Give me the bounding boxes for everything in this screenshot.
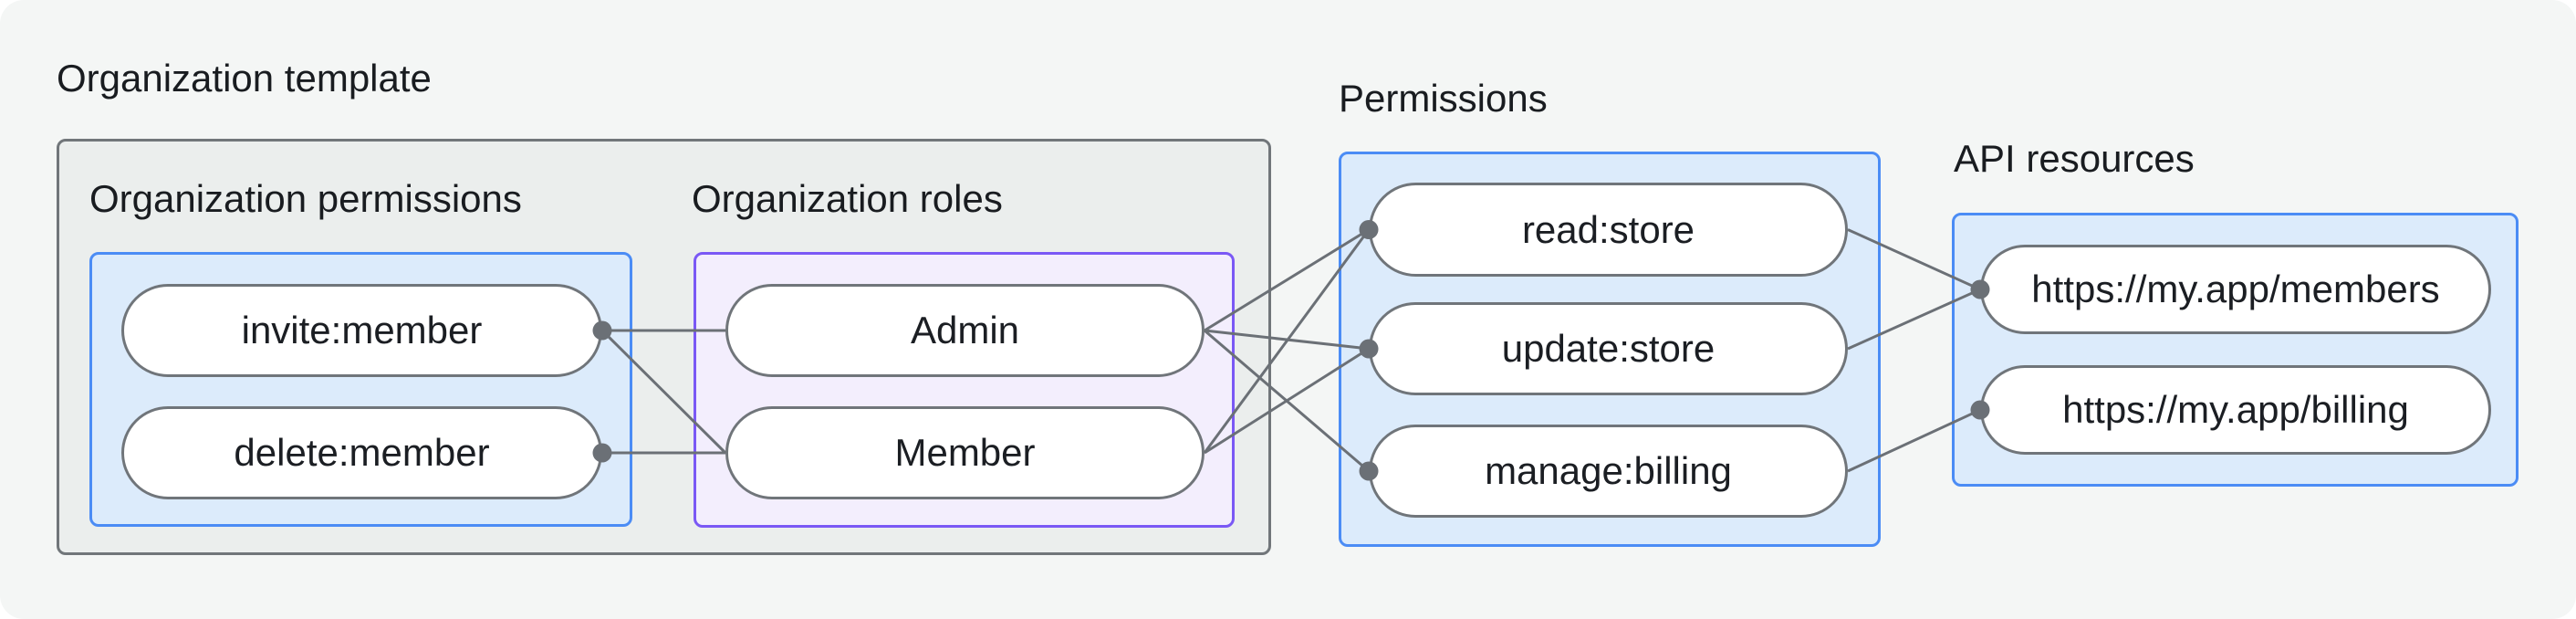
edge-member-update xyxy=(1204,347,1370,455)
node-delete-member: delete:member xyxy=(121,406,602,499)
organization-permissions-label: Organization permissions xyxy=(89,177,522,220)
node-api-members-url: https://my.app/members xyxy=(1980,245,2491,334)
edge-member-read xyxy=(1203,228,1371,454)
organization-template-label: Organization template xyxy=(57,57,432,100)
node-member-role: Member xyxy=(725,406,1205,499)
permissions-label: Permissions xyxy=(1339,77,1548,120)
edge-manage-billing xyxy=(1847,408,1981,473)
node-manage-billing: manage:billing xyxy=(1369,425,1848,518)
edge-update-members xyxy=(1847,288,1981,351)
node-update-store: update:store xyxy=(1369,302,1848,395)
node-read-store: read:store xyxy=(1369,183,1848,277)
edge-admin-read xyxy=(1204,228,1370,332)
node-admin-role: Admin xyxy=(725,284,1205,377)
edge-read-members xyxy=(1847,228,1981,291)
node-invite-member: invite:member xyxy=(121,284,602,377)
organization-roles-label: Organization roles xyxy=(692,177,1003,220)
node-api-billing-url: https://my.app/billing xyxy=(1980,365,2491,455)
edge-invite-member xyxy=(600,329,727,455)
api-resources-label: API resources xyxy=(1954,137,2195,180)
